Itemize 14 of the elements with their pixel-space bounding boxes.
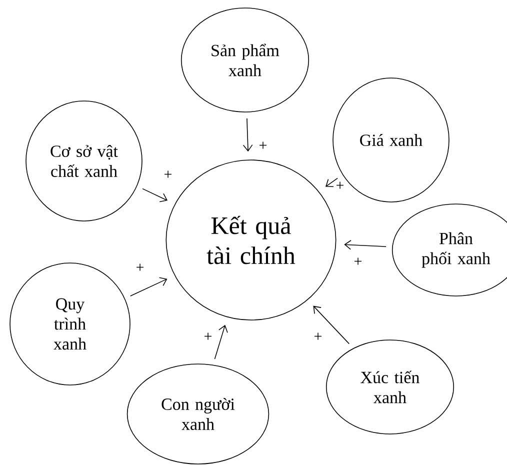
edge-label: + <box>312 332 324 342</box>
edge-label: + <box>202 332 214 342</box>
arrow <box>214 324 228 360</box>
arrow <box>325 178 338 187</box>
edge-label: + <box>352 256 364 268</box>
arrow <box>130 277 168 296</box>
arrow <box>313 306 350 344</box>
edge-label: + <box>334 180 346 192</box>
arrow <box>242 118 253 152</box>
arrow <box>142 188 168 202</box>
arrow <box>344 240 386 250</box>
edge-label: + <box>162 170 174 180</box>
edge-label: + <box>134 262 146 274</box>
edge-label: + <box>258 140 268 152</box>
